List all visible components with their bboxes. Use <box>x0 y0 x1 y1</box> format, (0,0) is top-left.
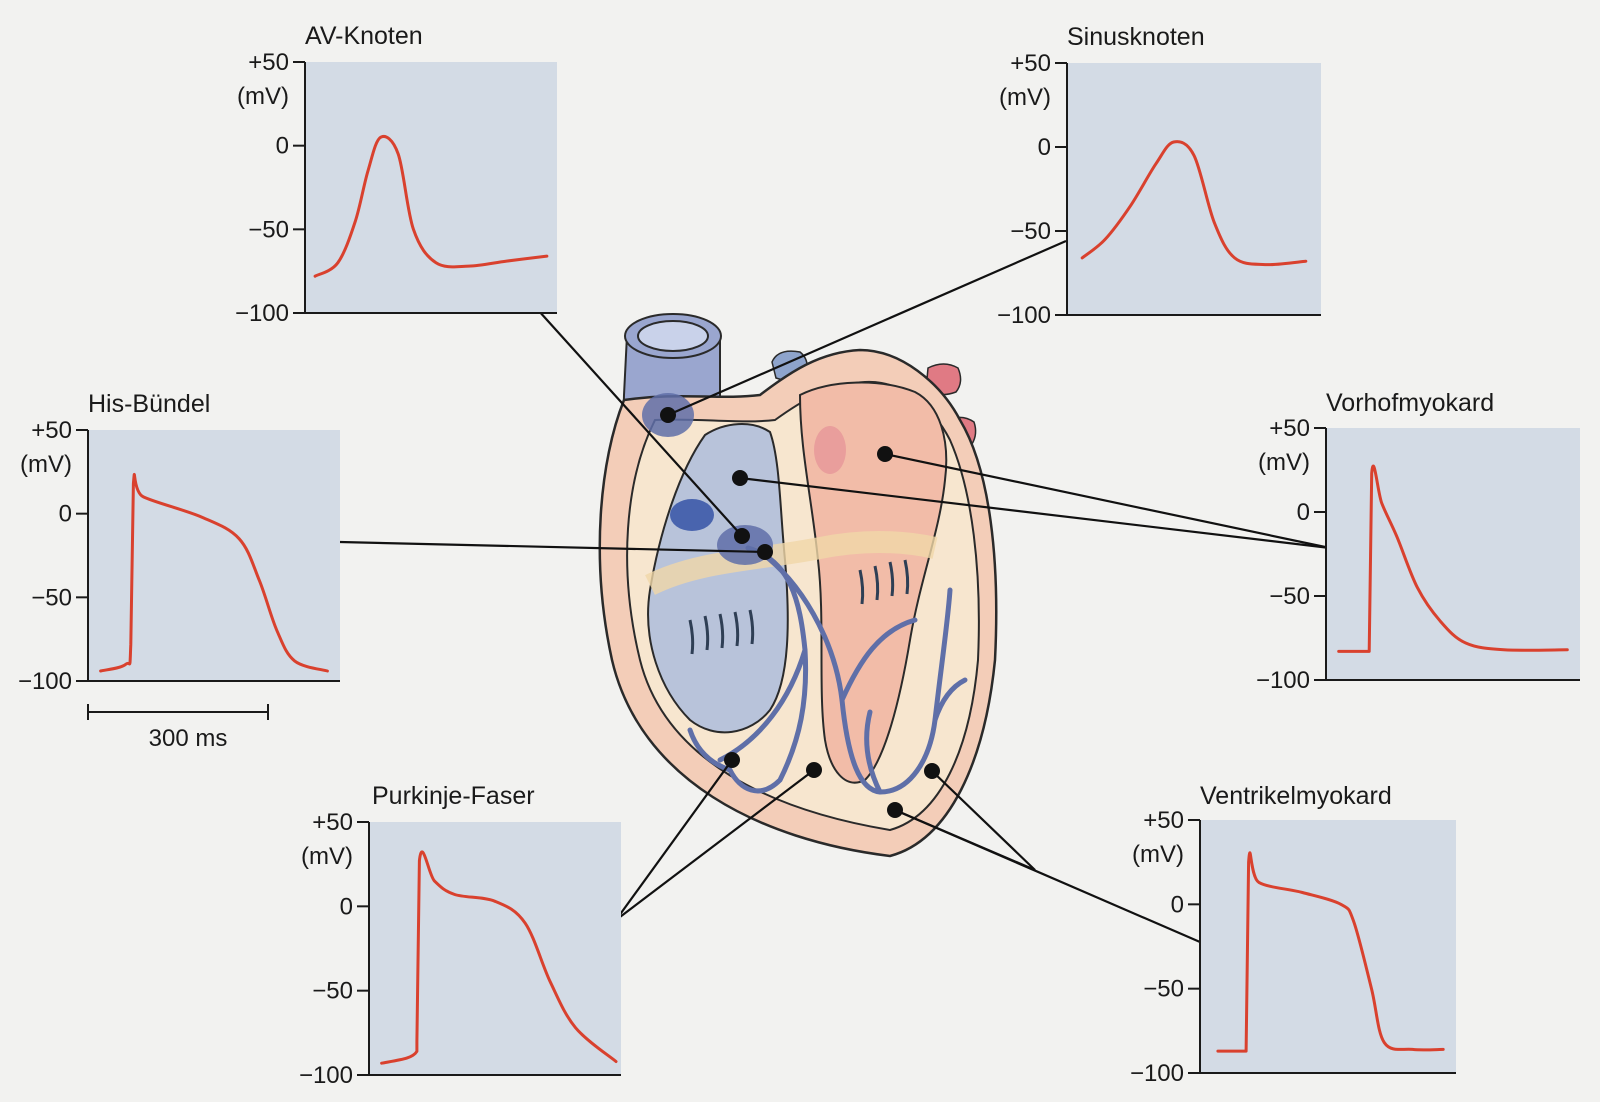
y-tick-label: −100 <box>299 1062 353 1089</box>
av-node-dot <box>734 528 750 544</box>
heart-illustration <box>598 313 998 858</box>
plot-sinusknoten: Sinusknoten +50 0 −50 −100 (mV) <box>997 23 1321 329</box>
y-tick-label: +50 <box>1010 50 1051 77</box>
y-tick-label: −100 <box>997 302 1051 329</box>
y-tick-label: −50 <box>248 216 289 243</box>
plot-ventrikelmyokard: Ventrikelmyokard +50 0 −50 −100 (mV) <box>1130 782 1456 1087</box>
plot-area <box>1067 63 1321 315</box>
action-potential-trace <box>1337 464 1569 653</box>
y-tick-label: −50 <box>1269 583 1310 610</box>
unit-label: (mV) <box>1258 449 1310 476</box>
plot-title: Sinusknoten <box>1067 23 1205 51</box>
y-tick-label: −100 <box>235 300 289 327</box>
location-dots <box>660 407 940 818</box>
y-tick-label: +50 <box>248 49 289 76</box>
plot-title: Ventrikelmyokard <box>1200 782 1392 810</box>
unit-label: (mV) <box>1132 841 1184 868</box>
unit-label: (mV) <box>999 84 1051 111</box>
y-tick-label: −100 <box>1130 1060 1184 1087</box>
y-tick-label: −100 <box>1256 667 1310 694</box>
plot-purkinje-faser: Purkinje-Faser +50 0 −50 −100 (mV) <box>299 782 621 1089</box>
atrium-dot <box>732 470 748 486</box>
purkinje-dot-left <box>724 752 740 768</box>
y-tick-label: −100 <box>18 668 72 695</box>
unit-label: (mV) <box>20 451 72 478</box>
action-potential-trace <box>1216 851 1445 1053</box>
plot-av-knoten: AV-Knoten +50 0 −50 −100 (mV) <box>235 22 557 327</box>
plot-title: AV-Knoten <box>305 22 423 50</box>
ventricle-dot-wall <box>924 763 940 779</box>
y-tick-label: 0 <box>1297 499 1310 526</box>
scale-bar-label: 300 ms <box>149 725 228 752</box>
time-scale-bar: 300 ms <box>87 704 269 752</box>
purkinje-dot-right <box>806 762 822 778</box>
y-tick-label: −50 <box>1143 976 1184 1003</box>
y-tick-label: 0 <box>59 501 72 528</box>
y-tick-label: 0 <box>340 893 353 920</box>
plot-title: Purkinje-Faser <box>372 782 535 810</box>
plot-his-buendel: His-Bündel +50 0 −50 −100 (mV) <box>18 390 340 695</box>
sinus-node-dot <box>660 407 676 423</box>
y-tick-label: 0 <box>1171 891 1184 918</box>
leader-lines <box>339 239 1331 944</box>
action-potential-trace <box>99 473 329 673</box>
plot-vorhofmyokard: Vorhofmyokard +50 0 −50 −100 (mV) <box>1256 389 1580 694</box>
y-tick-label: +50 <box>1269 415 1310 442</box>
y-tick-label: 0 <box>276 133 289 160</box>
plot-area <box>1200 820 1456 1073</box>
y-tick-label: +50 <box>31 417 72 444</box>
his-bundle-dot <box>757 544 773 560</box>
y-tick-label: −50 <box>312 978 353 1005</box>
action-potential-trace <box>380 850 618 1065</box>
plot-area <box>1326 428 1580 680</box>
y-tick-label: +50 <box>1143 807 1184 834</box>
y-tick-label: −50 <box>31 584 72 611</box>
y-tick-label: 0 <box>1038 134 1051 161</box>
action-potential-trace <box>1080 140 1308 267</box>
plot-area <box>305 62 557 313</box>
plot-title: Vorhofmyokard <box>1326 389 1494 417</box>
ventricle-dot-apex <box>887 802 903 818</box>
action-potential-trace <box>313 135 549 278</box>
unit-label: (mV) <box>301 843 353 870</box>
unit-label: (mV) <box>237 83 289 110</box>
y-tick-label: +50 <box>312 809 353 836</box>
left-atrium-dot <box>877 446 893 462</box>
plot-title: His-Bündel <box>88 390 210 418</box>
y-tick-label: −50 <box>1010 218 1051 245</box>
plot-area <box>88 430 340 681</box>
